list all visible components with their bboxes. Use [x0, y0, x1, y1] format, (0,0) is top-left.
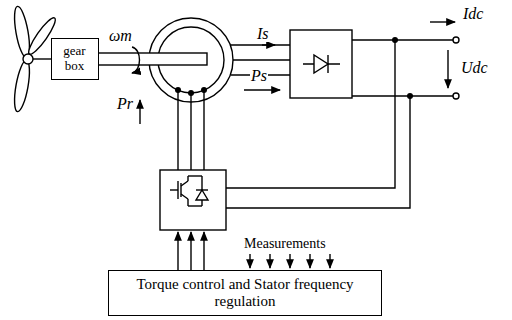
rotor-power-arrow [139, 100, 140, 124]
dc-bus [352, 37, 459, 99]
gate-signal-arrows [178, 232, 204, 270]
converter-box [160, 170, 226, 230]
power-arrow [244, 89, 280, 90]
rectifier-box [290, 30, 352, 98]
igbt-diode-symbol [170, 176, 208, 206]
shaft-speed-label: ωm [108, 28, 133, 44]
dc-current-arrow [430, 21, 455, 22]
stator-power-label: Ps [250, 68, 268, 84]
diode-symbol [303, 55, 340, 73]
current-arrow [262, 44, 275, 45]
box-label: gear box [55, 44, 95, 74]
measurements-label: Measurements [243, 237, 327, 251]
dc-voltage-label: Udc [460, 60, 489, 76]
dc-voltage-arrow [447, 50, 448, 88]
low-speed-shaft [33, 58, 52, 59]
control-box: Torque control and Stator frequency regu… [108, 270, 382, 316]
high-speed-shaft [97, 53, 207, 65]
converter-dc-link [226, 40, 410, 208]
measurement-arrows [250, 254, 330, 268]
box-label: Torque control and Stator frequency regu… [115, 276, 375, 311]
gearbox-box: gear box [51, 38, 99, 80]
rotor-wires [176, 88, 207, 170]
stator-current-label: Is [256, 26, 270, 42]
rotor-power-label: Pr [116, 96, 134, 112]
dc-current-label: Idc [462, 6, 484, 22]
rotation-arrow [132, 47, 140, 73]
